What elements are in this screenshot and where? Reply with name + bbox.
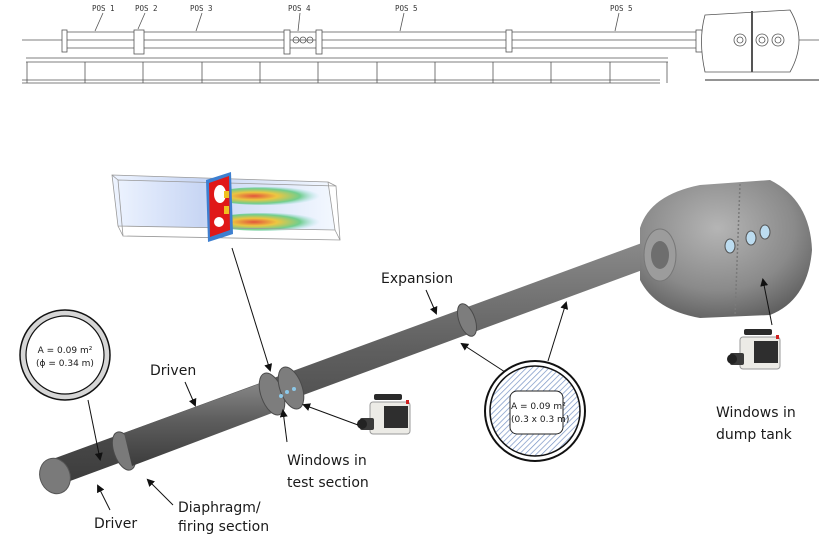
expansion-area-text: A = 0.09 m² — [511, 402, 566, 412]
test-section-flange-2 — [277, 366, 305, 410]
side-view-schematic — [22, 9, 819, 84]
pos-label: POS 4 — [288, 4, 311, 13]
expansion-label: Expansion — [381, 271, 453, 287]
support-legs — [26, 62, 668, 83]
dump-tank-windows-label-line1: Windows in — [716, 405, 796, 421]
diaphragm-label-line2: firing section — [178, 519, 269, 535]
pos-label: POS 3 — [190, 4, 213, 13]
diaphragm-label-line1: Diaphragm/ — [178, 500, 261, 516]
expansion-cross-section: A = 0.09 m² (0.3 x 0.3 m) — [460, 301, 586, 462]
dump-tank-window — [759, 224, 771, 240]
expansion-dimension-text: (0.3 x 0.3 m) — [511, 415, 569, 425]
test-section-windows-label-line1: Windows in — [287, 453, 367, 469]
pos-label: POS 2 — [135, 4, 158, 13]
test-section-windows-label-line2: test section — [287, 475, 369, 491]
high-speed-camera-dump-tank — [727, 329, 781, 370]
position-labels: POS 1 POS 2 POS 3 POS 4 POS 5 POS 5 — [92, 4, 633, 13]
driven-dimension-text: (ϕ = 0.34 m) — [36, 359, 94, 369]
pos-label: POS 5 — [395, 4, 418, 13]
cfd-simulation-inset — [111, 172, 341, 242]
dump-tank-window — [745, 230, 757, 246]
shock-tube-3d — [39, 180, 812, 495]
high-speed-camera-test-section — [357, 394, 411, 435]
driver-label: Driver — [94, 516, 137, 532]
driven-area-text: A = 0.09 m² — [38, 346, 93, 356]
dump-tank — [640, 180, 812, 318]
cfd-leader-arrow — [231, 247, 273, 372]
driver-end-cap — [39, 457, 71, 495]
driven-label: Driven — [150, 363, 196, 379]
driven-cross-section: A = 0.09 m² (ϕ = 0.34 m) — [19, 309, 111, 461]
pos-label: POS 1 — [92, 4, 115, 13]
pos-label: POS 5 — [610, 4, 633, 13]
dump-tank-window — [724, 238, 736, 254]
expansion-flange — [456, 303, 478, 337]
dump-tank-windows-label-line2: dump tank — [716, 427, 793, 443]
